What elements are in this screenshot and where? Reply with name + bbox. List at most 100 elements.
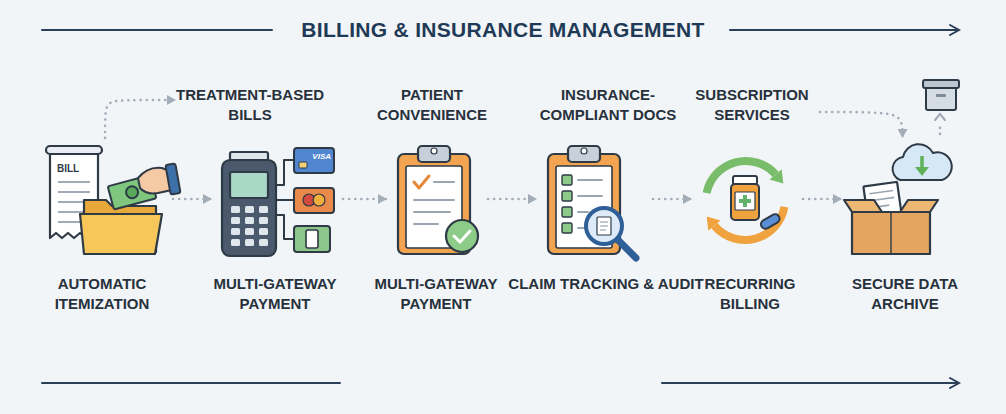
- clipboard-check-icon-part: [418, 146, 450, 162]
- payment-gateway-links-part: [276, 199, 294, 201]
- pos-terminal-icon-part-part: [259, 206, 268, 213]
- process-step: PATIENT CONVENIENCEMULTI-GATEWAY PAYMENT: [390, 140, 485, 258]
- process-step: SUBSCRIPTION SERVICESRECURRING BILLING: [695, 140, 800, 258]
- step-label: CLAIM TRACKING & AUDIT: [486, 274, 726, 294]
- checklist-magnifier-icon-part: [586, 208, 622, 244]
- title-rule-part: [950, 25, 959, 35]
- pos-terminal-icon-part-part: [259, 217, 268, 224]
- money-hand-icon: [108, 163, 181, 209]
- checklist-magnifier-icon-part: [597, 217, 611, 235]
- process-step: SECURE DATA ARCHIVE: [845, 140, 960, 258]
- pos-terminal-icon-part-part: [259, 239, 268, 246]
- clipboard-check-icon-part: [431, 148, 437, 154]
- money-hand-icon-part-part: [125, 185, 140, 200]
- bill-icon-part: [46, 146, 102, 154]
- archive-drawer-icon-part: [923, 80, 959, 88]
- payment-gateway-links: [276, 160, 294, 239]
- flow-arrow: [653, 198, 691, 201]
- checklist-magnifier-icon-part: [581, 148, 587, 154]
- archive-drawer-icon-part: [936, 94, 946, 97]
- checklist-magnifier-icon-part-part: [578, 179, 602, 181]
- pos-terminal-icon-part: [231, 206, 268, 246]
- payment-card-icons-part: [313, 194, 325, 206]
- cloud-download-icon-part: [915, 167, 929, 176]
- checklist-magnifier-icon-part-part: [562, 223, 572, 233]
- cloud-download-icon: [893, 144, 952, 180]
- bill-icon-part-part: [58, 191, 90, 193]
- payment-card-icons-part: [294, 148, 334, 173]
- archive-box-icon-part: [890, 212, 891, 254]
- clipboard-check-icon-part-part: [434, 181, 454, 183]
- step-heading: TREATMENT-BASED BILLS: [165, 85, 335, 125]
- step-heading: PATIENT CONVENIENCE: [352, 85, 512, 125]
- process-step: INSURANCE-COMPLIANT DOCSCLAIM TRACKING &…: [540, 140, 650, 258]
- recurring-cycle-icon-part: [707, 217, 721, 231]
- archive-box-icon-part: [900, 200, 938, 212]
- diagram-title: BILLING & INSURANCE MANAGEMENT: [0, 17, 1006, 43]
- pill-bottle-icon: [731, 176, 781, 230]
- checklist-magnifier-icon-part-part: [578, 211, 588, 213]
- clipboard-check-icon: [398, 146, 478, 254]
- flow-arrow: [173, 198, 211, 201]
- bill-icon-part-part: [58, 201, 86, 203]
- cloud-download-icon-part: [893, 144, 952, 180]
- flow-arrow: [488, 198, 536, 201]
- step-label: RECURRING BILLING: [675, 274, 825, 314]
- pos-terminal-icon-part-part: [245, 217, 254, 224]
- payment-card-icons-part: [294, 226, 330, 252]
- title-rule-part: [730, 29, 958, 31]
- checklist-magnifier-icon-part-part: [600, 221, 608, 222]
- archive-drawer-icon-part: [926, 86, 956, 110]
- footer-rule: [42, 378, 959, 388]
- checklist-magnifier-icon: [548, 146, 636, 258]
- clipboard-check-icon-part: [454, 231, 470, 242]
- archive-box-icon-part: [844, 200, 882, 212]
- recurring-cycle-icon-part: [770, 169, 784, 183]
- flow-arrow: [343, 198, 386, 201]
- flow-arrow: [803, 198, 841, 201]
- pos-terminal-icon-part-part: [231, 239, 240, 246]
- upload-arrow: [935, 114, 945, 134]
- checklist-magnifier-icon-part-part: [562, 207, 572, 217]
- flow-arrow: [820, 112, 903, 137]
- checklist-magnifier-icon-part: [617, 239, 636, 258]
- folder-icon-part: [80, 214, 162, 254]
- bill-icon-part-part: [58, 181, 90, 183]
- flow-arrow: [105, 100, 175, 138]
- card-brand-label: VISA: [296, 151, 331, 163]
- archive-box-icon-part: [852, 212, 930, 254]
- footer-rule-part: [662, 382, 958, 384]
- pos-terminal-icon-part-part: [231, 217, 240, 224]
- process-step: AUTOMATIC ITEMIZATION: [40, 140, 170, 258]
- archive-drawer-icon: [923, 80, 959, 110]
- archive-box-icon: [844, 182, 938, 254]
- bill-icon-part-part: [58, 221, 80, 223]
- step-label: SECURE DATA ARCHIVE: [830, 274, 980, 314]
- step-heading: SUBSCRIPTION SERVICES: [672, 85, 832, 125]
- pos-terminal-icon-part-part: [245, 228, 254, 235]
- pill-bottle-icon-part: [735, 192, 755, 210]
- checklist-magnifier-icon-part-part: [562, 191, 572, 201]
- step-label: MULTI-GATEWAY PAYMENT: [361, 274, 511, 314]
- checklist-magnifier-icon-part-part: [600, 229, 606, 230]
- checklist-magnifier-icon-part-part: [562, 175, 572, 185]
- clipboard-check-icon-part-part: [414, 223, 438, 225]
- money-hand-icon-part: [165, 163, 180, 194]
- payment-card-icons-part: [294, 188, 334, 213]
- pos-terminal-icon-part: [230, 172, 268, 198]
- pos-terminal-icon-part: [222, 160, 276, 256]
- payment-card-icons-part: [299, 162, 307, 168]
- clipboard-check-icon-part: [414, 182, 454, 224]
- recurring-cycle-icon: [707, 161, 785, 240]
- checklist-magnifier-icon-part-part: [578, 195, 602, 197]
- pos-terminal-icon-part-part: [231, 228, 240, 235]
- pill-bottle-icon-part: [759, 213, 781, 231]
- pill-bottle-icon-part: [731, 184, 759, 220]
- step-label: AUTOMATIC ITEMIZATION: [27, 274, 177, 314]
- step-heading: INSURANCE-COMPLIANT DOCS: [523, 85, 693, 125]
- clipboard-check-icon-part: [414, 176, 429, 188]
- pos-terminal-icon-part-part: [245, 239, 254, 246]
- clipboard-check-icon-part-part: [414, 211, 450, 213]
